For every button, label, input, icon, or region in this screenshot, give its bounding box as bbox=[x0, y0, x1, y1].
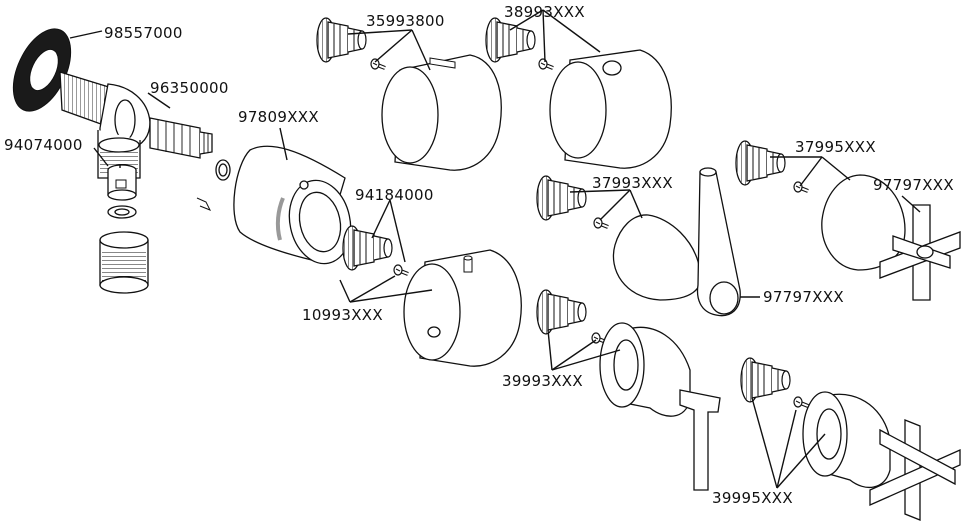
label-97797-mid: 97797XXX bbox=[763, 288, 844, 306]
knob-35993800 bbox=[381, 54, 502, 171]
screw-39995 bbox=[792, 395, 810, 409]
label-94074000: 94074000 bbox=[4, 136, 83, 154]
clip bbox=[196, 197, 212, 211]
label-97797-top: 97797XXX bbox=[873, 176, 954, 194]
label-39995: 39995XXX bbox=[712, 489, 793, 507]
screw-mid bbox=[392, 263, 410, 277]
label-38993: 38993XXX bbox=[504, 3, 585, 21]
cartridge-mid bbox=[342, 225, 393, 271]
screw-top-1 bbox=[369, 57, 387, 71]
cross-handle-37995 bbox=[821, 174, 961, 301]
cartridge-39993 bbox=[536, 289, 587, 335]
label-35993800: 35993800 bbox=[366, 12, 445, 30]
label-98557000: 98557000 bbox=[104, 24, 183, 42]
lever-handle-37993 bbox=[612, 167, 741, 317]
cartridge-96350000 bbox=[149, 117, 231, 181]
knob-10993 bbox=[403, 249, 522, 367]
cartridge-37995 bbox=[735, 140, 786, 186]
label-94184000: 94184000 bbox=[355, 186, 434, 204]
label-37995: 37995XXX bbox=[795, 138, 876, 156]
rosette-98557000 bbox=[12, 28, 72, 112]
label-10993: 10993XXX bbox=[302, 306, 383, 324]
elbow-fitting bbox=[59, 71, 151, 179]
label-39993: 39993XXX bbox=[502, 372, 583, 390]
cartridge-top-2 bbox=[485, 17, 536, 63]
cartridge-37993 bbox=[536, 175, 587, 221]
sleeve-97809 bbox=[233, 145, 352, 265]
knob-38993 bbox=[549, 49, 672, 169]
cartridge-39995 bbox=[740, 357, 791, 403]
screw-37995 bbox=[792, 180, 810, 194]
screw-top-2 bbox=[537, 57, 555, 71]
leader-lines bbox=[69, 9, 921, 489]
lever-rosette-39993 bbox=[599, 322, 721, 491]
cross-rosette-39995 bbox=[802, 391, 961, 521]
label-96350000: 96350000 bbox=[150, 79, 229, 97]
label-37993: 37993XXX bbox=[592, 174, 673, 192]
label-97809: 97809XXX bbox=[238, 108, 319, 126]
check-valve-94074000 bbox=[99, 164, 149, 294]
cartridge-top-1 bbox=[316, 17, 367, 63]
